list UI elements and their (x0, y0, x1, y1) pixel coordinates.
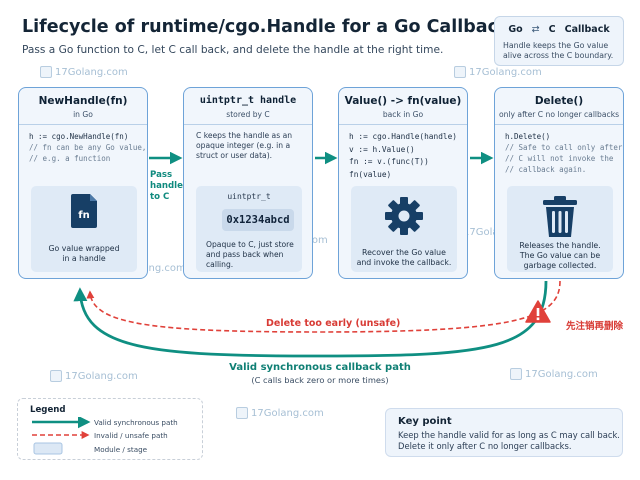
stage-subtitle: only after C no longer callbacks (498, 110, 620, 119)
divider (19, 124, 147, 125)
code-snippet: h.Delete() // Safe to call only after //… (505, 132, 623, 174)
stage-subtitle: in Go (73, 110, 93, 119)
stage-subtitle: stored by C (226, 110, 270, 119)
page-subtitle: Pass a Go function to C, let C call back… (22, 44, 444, 56)
stage-title: Value() -> fn(value) (344, 95, 462, 107)
watermark-icon (236, 407, 248, 419)
key-point-text: Keep the handle valid for as long as C m… (398, 430, 620, 451)
fn-icon-text: fn (78, 210, 89, 221)
illustration-panel: Recover the Go value and invoke the call… (351, 186, 457, 272)
illustration-panel: Releases the handle. The Go value can be… (507, 186, 613, 272)
legend-title: Legend (30, 405, 66, 415)
code-snippet: h := cgo.NewHandle(fn) // fn can be any … (29, 132, 147, 163)
legend: Legend Valid synchronous path Invalid / … (17, 398, 203, 460)
arrow-valid-callback-loop (73, 280, 548, 358)
legend-invalid: Invalid / unsafe path (94, 431, 168, 440)
stage-caption: Recover the Go value and invoke the call… (356, 248, 452, 267)
handle-value: 0x1234abcd (222, 209, 294, 231)
badge-description: Handle keeps the Go value alive across t… (503, 41, 614, 60)
valid-path-sublabel: (C calls back zero or more times) (251, 375, 389, 385)
watermark: 17Golang.com (50, 370, 138, 382)
stage-value: Value() -> fn(value) back in Go h := cgo… (338, 87, 468, 279)
go-c-callback-badge: Go ⇄ C Callback Handle keeps the Go valu… (494, 16, 624, 66)
stage-description: C keeps the handle as an opaque integer … (196, 131, 293, 160)
warning-icon (525, 300, 551, 323)
watermark-icon (454, 66, 466, 78)
stage-caption: Releases the handle. The Go value can be… (519, 241, 601, 270)
stage-title: uintptr_t handle (199, 95, 297, 106)
watermark: 17Golang.com (510, 368, 598, 380)
divider (339, 124, 467, 125)
pass-handle-label-line: Pass (150, 170, 173, 180)
watermark: 17Golang.com (454, 66, 542, 78)
watermark-icon (40, 66, 52, 78)
pass-handle-label-line: to C (150, 192, 170, 202)
stage-subtitle: back in Go (382, 110, 424, 119)
stage-uintptr: uintptr_t handle stored by C C keeps the… (183, 87, 313, 279)
legend-module-swatch (33, 442, 63, 455)
badge-go: Go (508, 24, 523, 35)
stage-title: Delete() (534, 95, 584, 107)
legend-valid: Valid synchronous path (94, 418, 178, 427)
type-label: uintptr_t (227, 192, 271, 201)
stage-title: NewHandle(fn) (38, 95, 128, 107)
code-snippet: h := cgo.Handle(handle) v := h.Value() f… (349, 132, 457, 179)
gear-icon (385, 197, 423, 235)
exchange-icon: ⇄ (531, 24, 540, 35)
unregister-then-delete-label: 先注销再删除 (566, 321, 624, 332)
key-point-title: Key point (398, 416, 452, 427)
badge-callback: Callback (564, 24, 610, 35)
function-file-icon: fn (71, 194, 97, 228)
valid-path-label: Valid synchronous callback path (229, 362, 411, 373)
page-title: Lifecycle of runtime/cgo.Handle for a Go… (22, 17, 510, 37)
legend-module: Module / stage (94, 445, 148, 454)
handle-value-panel: uintptr_t 0x1234abcd Opaque to C, just s… (196, 186, 302, 272)
key-point-box: Key point Keep the handle valid for as l… (385, 408, 623, 457)
divider (184, 124, 312, 125)
watermark-icon (50, 370, 62, 382)
watermark: 17Golang.com (236, 407, 324, 419)
legend-swatches (32, 417, 91, 455)
delete-too-early-label: Delete too early (unsafe) (266, 318, 401, 329)
pass-handle-label-line: handle (150, 181, 183, 191)
badge-c: C (548, 24, 556, 35)
arrow-delete-too-early (86, 280, 561, 333)
stage-caption: Opaque to C, just store and pass back wh… (206, 240, 294, 269)
watermark-icon (510, 368, 522, 380)
illustration-panel: fn Go value wrapped in a handle (31, 186, 137, 272)
divider (495, 124, 623, 125)
stage-delete: Delete() only after C no longer callback… (494, 87, 624, 279)
trash-icon (543, 196, 577, 237)
stage-newhandle: NewHandle(fn) in Go h := cgo.NewHandle(f… (18, 87, 148, 279)
watermark: 17Golang.com (40, 66, 128, 78)
stage-caption: Go value wrapped in a handle (48, 244, 120, 263)
